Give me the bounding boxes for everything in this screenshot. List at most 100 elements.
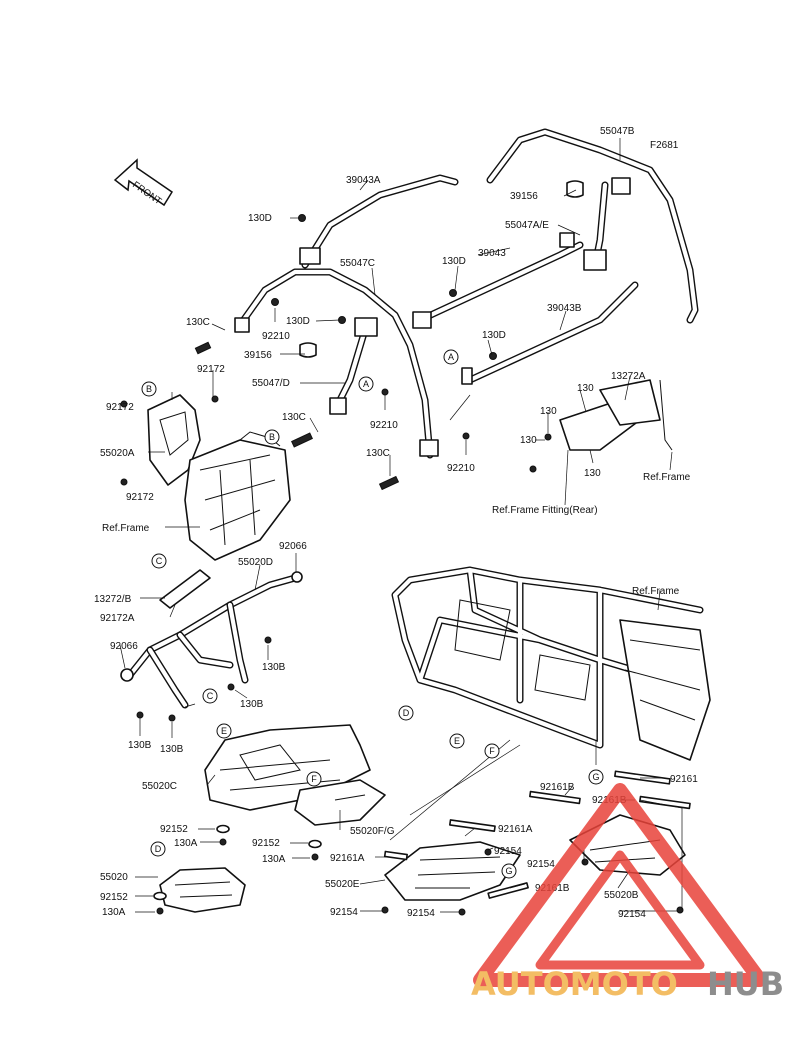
label-92210-3: 92210	[447, 463, 475, 474]
skid-plate-55020FG	[294, 779, 386, 826]
svg-text:E: E	[221, 726, 227, 736]
label-92152-2: 92152	[252, 838, 280, 849]
label-130-3: 130	[520, 435, 537, 446]
svg-text:E: E	[454, 736, 460, 746]
label-92152-3: 92152	[100, 892, 128, 903]
callout-E-2: E	[216, 723, 232, 739]
label-ref-frame-main: Ref.Frame	[632, 586, 680, 597]
callout-B-1: B	[141, 381, 157, 397]
label-130B-2: 130B	[240, 699, 264, 710]
label-55020C: 55020C	[142, 781, 177, 792]
label-92154-2: 92154	[527, 859, 555, 870]
roll-cage-brackets	[234, 177, 631, 457]
label-130C-3: 130C	[366, 448, 390, 459]
callout-C-1: C	[151, 553, 167, 569]
skid-strips-92161	[383, 770, 691, 899]
svg-text:B: B	[269, 432, 275, 442]
label-55047B: 55047B	[600, 126, 635, 137]
rear-fitting-13272A	[559, 379, 673, 451]
callout-E-1: E	[449, 733, 465, 749]
label-92066-1: 92066	[279, 541, 307, 552]
leader-lines	[119, 138, 683, 913]
label-39043: 39043	[478, 248, 506, 259]
skid-plate-55020	[159, 867, 246, 913]
callout-F-2: F	[306, 771, 322, 787]
front-frame-section	[159, 431, 291, 609]
svg-text:G: G	[505, 866, 512, 876]
label-92210-1: 92210	[262, 331, 290, 342]
svg-text:B: B	[146, 384, 152, 394]
watermark-text-2: HUB	[707, 965, 784, 1003]
label-ref-frame-rear: Ref.Frame	[643, 472, 691, 483]
label-130D-2: 130D	[442, 256, 466, 267]
label-92154-5: 92154	[618, 909, 646, 920]
label-55047C: 55047C	[340, 258, 375, 269]
label-92161: 92161	[670, 774, 698, 785]
label-130B-3: 130B	[128, 740, 152, 751]
callout-D-1: D	[398, 705, 414, 721]
label-92210-2: 92210	[370, 420, 398, 431]
callout-B-2: B	[264, 429, 280, 445]
callout-A-2: A	[443, 349, 459, 365]
callout-C-2: C	[202, 688, 218, 704]
label-130A-3: 130A	[102, 907, 126, 918]
label-92161A-1: 92161A	[498, 824, 533, 835]
label-92161A-2: 92161A	[330, 853, 365, 864]
label-92154-3: 92154	[330, 907, 358, 918]
label-130D-3: 130D	[286, 316, 310, 327]
callout-letters: A A B B C C D D E E F F G G	[141, 349, 604, 879]
front-bumper-55020D	[120, 571, 303, 722]
watermark-text-1: AUTOMOTO	[471, 965, 678, 1003]
label-92152-1: 92152	[160, 824, 188, 835]
watermark-logo: AUTOMOTO HUB	[471, 783, 784, 1003]
label-130C-1: 130C	[186, 317, 210, 328]
label-92154-1: 92154	[494, 846, 522, 857]
callout-G-2: G	[501, 863, 517, 879]
label-13272B: 13272/B	[94, 594, 132, 605]
label-130B-1: 130B	[262, 662, 286, 673]
label-130-4: 130	[584, 468, 601, 479]
label-130A-2: 130A	[262, 854, 286, 865]
label-39043B: 39043B	[547, 303, 582, 314]
svg-text:A: A	[363, 379, 369, 389]
label-13272A: 13272A	[611, 371, 646, 382]
label-130-1: 130	[577, 383, 594, 394]
svg-text:F: F	[311, 774, 317, 784]
callout-G-1: G	[588, 769, 604, 785]
washers-and-bolts	[153, 824, 684, 916]
front-guard-55020A	[147, 394, 201, 486]
label-130C-2: 130C	[282, 412, 306, 423]
callout-F-1: F	[484, 743, 500, 759]
label-92154-4: 92154	[407, 908, 435, 919]
main-frame	[391, 566, 711, 761]
svg-text:G: G	[592, 772, 599, 782]
svg-text:C: C	[207, 691, 214, 701]
label-130D-1: 130D	[248, 213, 272, 224]
svg-text:C: C	[156, 556, 163, 566]
label-ref-frame-fitting: Ref.Frame Fitting(Rear)	[492, 505, 598, 516]
label-55020B: 55020B	[604, 890, 639, 901]
label-55020A: 55020A	[100, 448, 135, 459]
label-130B-4: 130B	[160, 744, 184, 755]
svg-text:A: A	[448, 352, 454, 362]
label-130A-1: 130A	[174, 838, 198, 849]
label-55020FG: 55020F/G	[350, 826, 395, 837]
label-39043A: 39043A	[346, 175, 381, 186]
watermark-triangle-icon	[473, 783, 767, 987]
label-F2681: F2681	[650, 140, 679, 151]
label-92172-1: 92172	[197, 364, 225, 375]
svg-text:F: F	[489, 746, 495, 756]
label-130D-4: 130D	[482, 330, 506, 341]
part-number-labels: 55047B F2681 39043A 39156 55047A/E 130D …	[94, 126, 698, 920]
label-55020D: 55020D	[238, 557, 273, 568]
label-55020: 55020	[100, 872, 128, 883]
callout-A-1: A	[358, 376, 374, 392]
label-39156-rear: 39156	[510, 191, 538, 202]
front-arrow-icon: FRONT	[113, 158, 174, 207]
label-55047D: 55047/D	[252, 378, 290, 389]
label-92172-2: 92172	[106, 402, 134, 413]
label-39156-front: 39156	[244, 350, 272, 361]
label-55047AE: 55047A/E	[505, 220, 549, 231]
